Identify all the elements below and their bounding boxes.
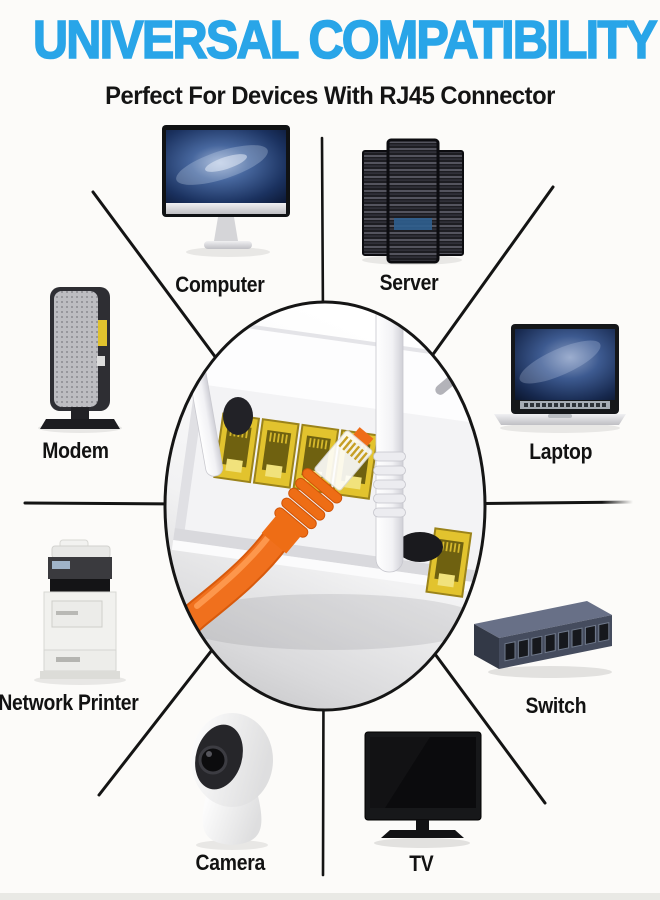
right-antenna <box>373 302 406 573</box>
bottom-edge-strip <box>0 893 660 900</box>
device-label-camera: Camera <box>195 850 266 875</box>
surface-shadow <box>175 594 485 650</box>
ip-camera-icon <box>191 713 273 850</box>
device-label-server: Server <box>379 270 439 295</box>
device-label-switch: Switch <box>525 693 587 718</box>
laptop-icon <box>494 324 626 433</box>
router-button <box>397 532 443 562</box>
server-towers-icon <box>362 138 464 265</box>
device-label-tv: TV <box>409 851 434 876</box>
imac-desktop-icon <box>162 125 290 257</box>
tv-icon <box>364 731 482 848</box>
network-printer-icon <box>34 539 126 685</box>
device-label-network-printer: Network Printer <box>0 690 139 715</box>
antenna-hinge-knob <box>223 397 253 435</box>
device-label-laptop: Laptop <box>529 439 593 464</box>
subtitle: Perfect For Devices With RJ45 Connector <box>105 82 555 110</box>
page-title: UNIVERSAL COMPATIBILITY <box>32 10 658 70</box>
device-label-computer: Computer <box>175 272 265 297</box>
device-label-modem: Modem <box>42 438 109 463</box>
modem-icon <box>38 287 122 433</box>
rj45-connector <box>261 427 374 554</box>
network-switch-icon <box>474 601 612 678</box>
